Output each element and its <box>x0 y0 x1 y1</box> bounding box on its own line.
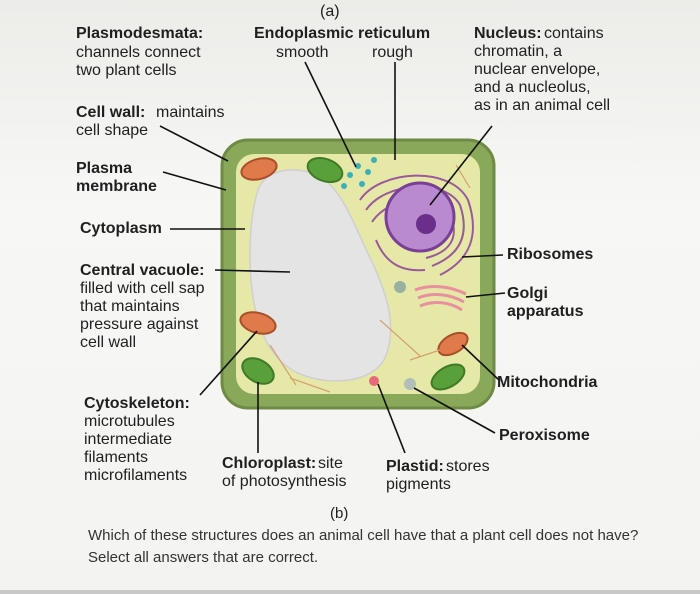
mitochondrion <box>240 157 278 181</box>
central-vacuole-desc: filled with cell sap that maintains pres… <box>80 280 205 351</box>
peroxisome <box>394 281 406 293</box>
cell-wall-title: Cell wall: <box>76 104 146 121</box>
chloroplast <box>430 363 466 391</box>
chloroplast-desc: site of photosynthesis <box>222 455 347 490</box>
cell-wall-desc: maintains cell shape <box>76 104 225 139</box>
er-smooth: smooth <box>276 44 329 61</box>
golgi-apparatus <box>414 285 467 312</box>
peroxisome-label: Peroxisome <box>499 427 590 444</box>
golgi-label: Golgi apparatus <box>507 285 584 320</box>
er-title: Endoplasmic reticulum <box>254 25 431 42</box>
plastid-title: Plastid: <box>386 458 444 475</box>
ribosomes-label: Ribosomes <box>507 246 594 263</box>
panel-b-label: (b) <box>330 505 349 522</box>
cytoskeleton-desc: microtubules intermediate filaments micr… <box>84 413 188 484</box>
plastid <box>369 376 379 386</box>
cytoskeleton-title: Cytoskeleton: <box>84 395 190 412</box>
panel-a-label: (a) <box>320 3 340 20</box>
mitochondria-label: Mitochondria <box>497 374 598 391</box>
leader-lines <box>159 61 506 454</box>
chloroplast <box>306 156 344 184</box>
cytoplasm-label: Cytoplasm <box>80 220 162 237</box>
chloroplast <box>241 357 275 385</box>
nucleus-desc: contains chromatin, a nuclear envelope, … <box>474 25 611 114</box>
er-rough: rough <box>372 44 413 61</box>
cytoskeleton <box>269 164 471 393</box>
plasmodesmata-title: Plasmodesmata: <box>76 25 204 42</box>
question-text: Which of these structures does an animal… <box>88 527 639 566</box>
central-vacuole-title: Central vacuole: <box>80 262 205 279</box>
plasmodesmata-desc: channels connect two plant cells <box>76 44 201 79</box>
nucleus-title: Nucleus: <box>474 25 542 42</box>
smooth-er <box>341 157 377 189</box>
mitochondrion <box>437 331 469 357</box>
plastid-desc: stores pigments <box>386 458 490 493</box>
bottom-edge <box>0 590 700 594</box>
nucleolus <box>416 214 436 234</box>
plasma-membrane-label: Plasma membrane <box>76 160 157 195</box>
peroxisome <box>404 378 416 390</box>
chloroplast-title: Chloroplast: <box>222 455 317 472</box>
